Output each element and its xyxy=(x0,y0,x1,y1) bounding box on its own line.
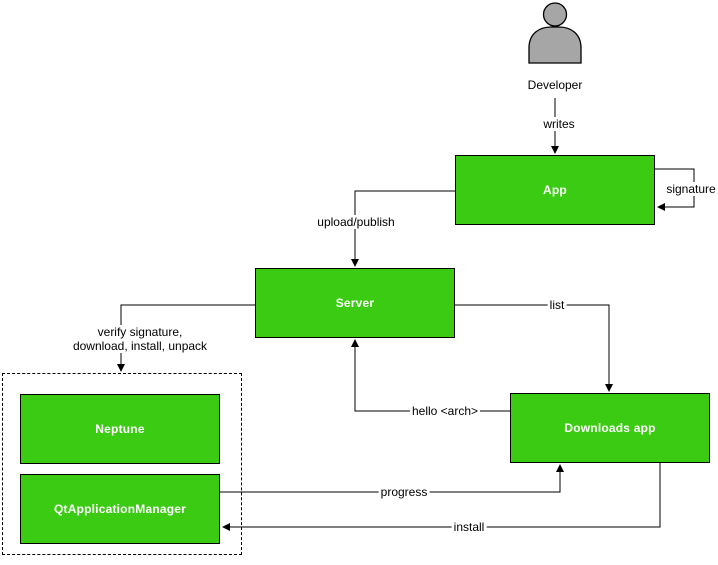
edge-label-list: list xyxy=(547,298,567,312)
node-neptune: Neptune xyxy=(20,394,220,464)
edge-label-upload-publish: upload/publish xyxy=(315,215,397,229)
edge-label-verify-line2: download, install, unpack xyxy=(72,339,208,353)
person-head xyxy=(542,2,568,27)
edge-progress-line xyxy=(220,464,564,493)
edge-hello-arch-line xyxy=(351,339,510,412)
node-qtapplicationmanager-label: QtApplicationManager xyxy=(53,502,186,516)
edge-label-hello-arch: hello <arch> xyxy=(409,404,481,418)
edge-list-line xyxy=(455,304,613,392)
edge-install-line xyxy=(222,463,661,531)
edge-label-install: install xyxy=(451,520,487,534)
node-qtapplicationmanager: QtApplicationManager xyxy=(20,474,220,544)
edge-label-writes: writes xyxy=(541,117,577,131)
edge-label-verify: verify signature, download, install, unp… xyxy=(70,325,210,353)
edge-label-verify-line1: verify signature, xyxy=(97,325,183,339)
node-server-label: Server xyxy=(335,296,375,310)
actor-label: Developer xyxy=(527,78,583,92)
person-body xyxy=(528,26,582,64)
node-downloads-app: Downloads app xyxy=(510,393,710,463)
edge-label-progress: progress xyxy=(378,485,430,499)
node-app-label: App xyxy=(543,183,567,197)
edge-upload-publish-line xyxy=(351,190,455,267)
node-app: App xyxy=(455,155,655,225)
node-downloads-app-label: Downloads app xyxy=(564,421,656,435)
person-icon xyxy=(528,2,582,64)
edge-label-signature: signature xyxy=(664,182,718,196)
node-neptune-label: Neptune xyxy=(95,422,145,436)
node-server: Server xyxy=(255,268,455,338)
target-system-group-box xyxy=(2,373,242,555)
